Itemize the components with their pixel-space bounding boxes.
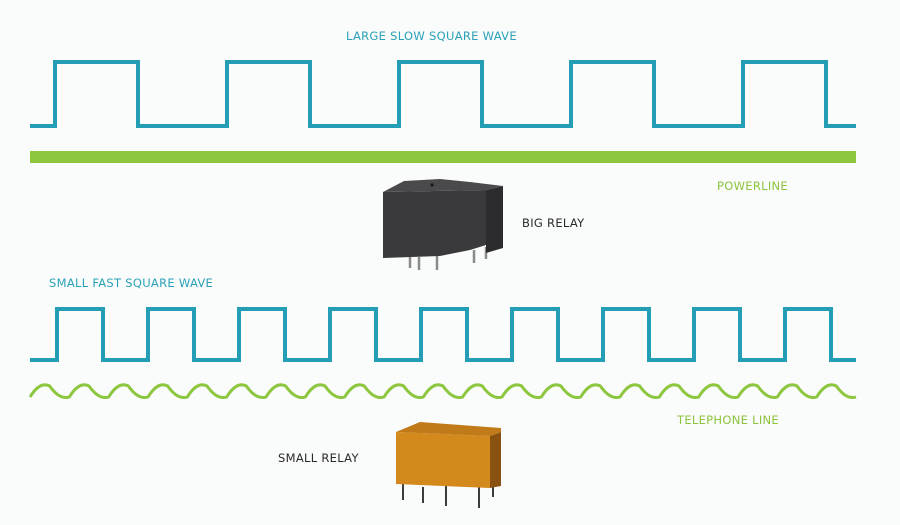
small-wave-label: SMALL FAST SQUARE WAVE — [49, 276, 214, 290]
large-wave-label: LARGE SLOW SQUARE WAVE — [346, 29, 517, 43]
small-relay-label: SMALL RELAY — [278, 451, 359, 465]
big-relay-image — [383, 179, 503, 270]
telephone-line-label: TELEPHONE LINE — [677, 413, 779, 427]
powerline-label: POWERLINE — [717, 179, 788, 193]
large-slow-square-wave — [30, 60, 856, 128]
small-relay-pins — [402, 484, 494, 508]
powerline-bar — [30, 151, 856, 163]
small-relay-image — [396, 422, 501, 508]
big-relay-label: BIG RELAY — [522, 216, 585, 230]
telephone-line-wave — [28, 383, 857, 399]
small-fast-square-wave — [30, 307, 856, 362]
